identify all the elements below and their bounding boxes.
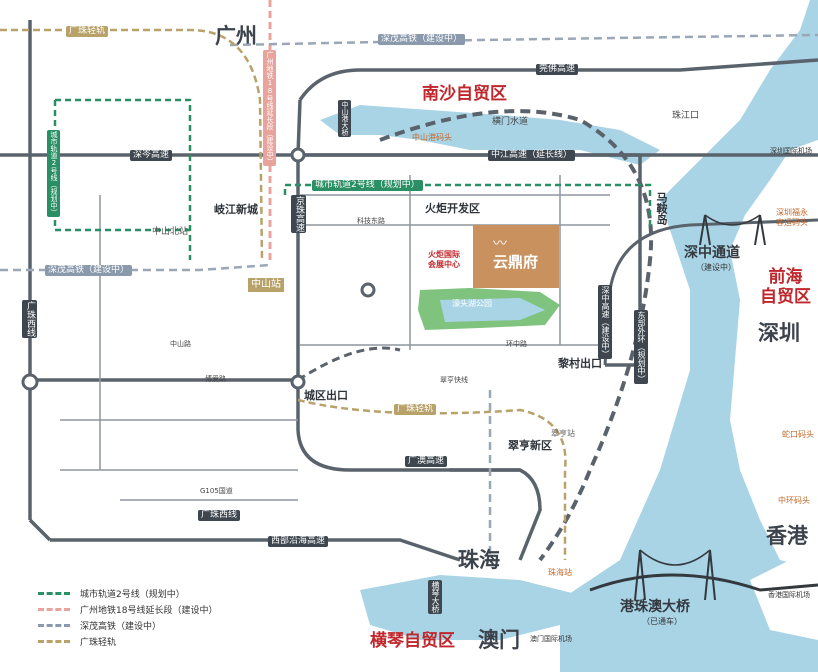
place-zhonghuan-port: 中环码头 (778, 496, 810, 505)
legend-label: 深茂高铁（建设中） (80, 622, 162, 632)
tag-guangao: 广澳高速 (405, 456, 448, 467)
legend-label: 广珠轻轨 (80, 638, 117, 648)
place-licun-exit: 黎村出口 (558, 357, 602, 370)
tag-metro2-left: 城市轨道2号线（规划中） (47, 130, 60, 217)
shenzhong-bridge-tower (699, 214, 766, 246)
hzm-bridge-tower (634, 549, 716, 601)
city-macau: 澳门 (478, 628, 520, 652)
legend-label: 城市轨道2号线（规划中） (80, 590, 185, 600)
place-macau-airport: 澳门国际机场 (530, 635, 572, 643)
tag-guangfo: 莞佛高速 (536, 64, 579, 75)
place-zhongshan-port: 中山港码头 (412, 133, 452, 142)
road-guangfo (298, 58, 818, 101)
tag-guangzhu-west-h: 广珠西线 (198, 510, 241, 521)
zone-qijiang: 岐江新城 (214, 203, 258, 216)
interchange-3 (21, 373, 39, 391)
tag-jinghu: 京珠高速 (291, 195, 306, 233)
zone-torch: 火炬开发区 (425, 202, 480, 215)
city-shenzhen: 深圳 (758, 321, 800, 345)
lake-water (440, 298, 545, 322)
label-huanzhong-rd: 环中路 (506, 340, 527, 348)
place-torch-center: 火炬国际 会展中心 (428, 250, 460, 269)
interchange-1 (290, 147, 306, 163)
pearl-river-water (560, 0, 818, 672)
road-guangzhu-west-h (28, 518, 52, 542)
hongkong-land (750, 560, 818, 640)
tag-zhongjiang: 中江高速（延长线） (488, 150, 576, 161)
hsr-left (0, 263, 271, 272)
shenzhong-cables (704, 214, 761, 226)
road-jinghu (296, 99, 520, 472)
project-block[interactable]: 〰 云鼎府 (473, 225, 559, 288)
city-guangzhou: 广州 (215, 24, 257, 48)
place-shenzhong-channel: 深中通道 (684, 245, 740, 261)
south-water (360, 575, 600, 640)
legend-swatch (38, 592, 70, 595)
label-science-rd: 科技东路 (357, 217, 385, 225)
place-hzm-bridge-sub: （已通车） (642, 617, 682, 626)
place-mazhou: 马鞍岛 (655, 192, 668, 225)
east-ring-extension (297, 346, 401, 382)
place-shekou-port: 蛇口码头 (782, 430, 814, 439)
tag-shencen: 深岑高速 (130, 150, 173, 161)
hengmen-channel-water (320, 105, 660, 165)
zone-nansha: 南沙自贸区 (422, 84, 507, 104)
label-g105: G105国道 (200, 487, 233, 495)
place-cuiheng-station: 翠亨站 (551, 429, 575, 438)
hzm-cables (639, 549, 711, 566)
tag-shenzhong-expwy: 深中高速（建设中） (598, 285, 612, 359)
tag-guangzhu-light-mid: 广珠轻轨 (394, 404, 437, 415)
place-zhongshan-north: 中山北站 (152, 227, 189, 237)
interchange-2 (290, 374, 306, 390)
light-rail (0, 28, 264, 261)
place-shenzhong-channel-sub: （建设中） (696, 263, 736, 272)
place-fuyong-port: 深圳福永 客运码头 (776, 208, 808, 228)
metro2-line-left (53, 100, 190, 232)
place-hk-airport: 香港国际机场 (768, 591, 810, 599)
place-sz-airport: 深圳国际机场 (770, 147, 812, 155)
zone-cuiheng: 翠亨新区 (508, 439, 552, 452)
place-lake-park: 濠头湖公园 (452, 299, 492, 308)
tag-metro2-top: 城市轨道2号线（规划中） (312, 180, 423, 191)
legend-swatch (38, 624, 70, 627)
project-name: 云鼎府 (493, 253, 539, 271)
tag-line18: 广州地铁18号线延长段（建设中） (263, 50, 276, 166)
tag-guangzhu-light-top: 广珠轻轨 (66, 26, 109, 37)
tag-east-ring: 东部外环（规划中） (634, 310, 648, 384)
place-zhongshan-station: 中山站 (248, 278, 284, 292)
metro2-line (55, 98, 652, 260)
hzm-bridge-line (589, 573, 818, 592)
legend-label: 广州地铁18号线延长段（建设中） (80, 606, 218, 616)
label-boao-rd: 博爱路 (205, 375, 226, 383)
road-western-coastal (50, 538, 461, 562)
tag-shenmao-hsr-left: 深茂高铁（建设中） (45, 265, 133, 276)
label-zhongshan-rd: 中山路 (170, 340, 191, 348)
road-guangao (450, 468, 542, 561)
legend-swatch (38, 640, 70, 643)
tag-guangzhu-west: 广珠西线 (22, 300, 37, 338)
tag-shenmao-hsr-top: 深茂高铁（建设中） (378, 34, 466, 45)
place-city-exit: 城区出口 (304, 389, 348, 402)
tag-western-coastal: 西部沿海高速 (268, 536, 329, 547)
label-hengmen: 横门水道 (492, 117, 529, 127)
project-logo: 〰 (493, 236, 507, 252)
legend-swatch (38, 608, 70, 611)
zone-qianhai: 前海 自贸区 (760, 267, 811, 308)
label-zhujiang-mouth: 珠江口 (672, 111, 700, 121)
label-cuiheng-rd: 翠亨快线 (440, 376, 468, 384)
light-rail-south (297, 398, 567, 560)
place-hzm-bridge: 港珠澳大桥 (620, 599, 690, 615)
zone-hengqin: 横琴自贸区 (370, 631, 455, 651)
city-hongkong: 香港 (766, 524, 808, 548)
interchange-4 (360, 282, 376, 298)
shenzhen-land (730, 140, 818, 570)
hsr-top (229, 33, 818, 47)
tag-zhongshan-harbor: 中山港大桥 (338, 100, 351, 137)
shenzhong-channel-line (603, 218, 818, 366)
city-zhuhai: 珠海 (458, 548, 500, 572)
tag-hengqin-bridge: 横琴大桥 (428, 580, 442, 614)
place-zhuhai-station: 珠海站 (548, 568, 572, 577)
